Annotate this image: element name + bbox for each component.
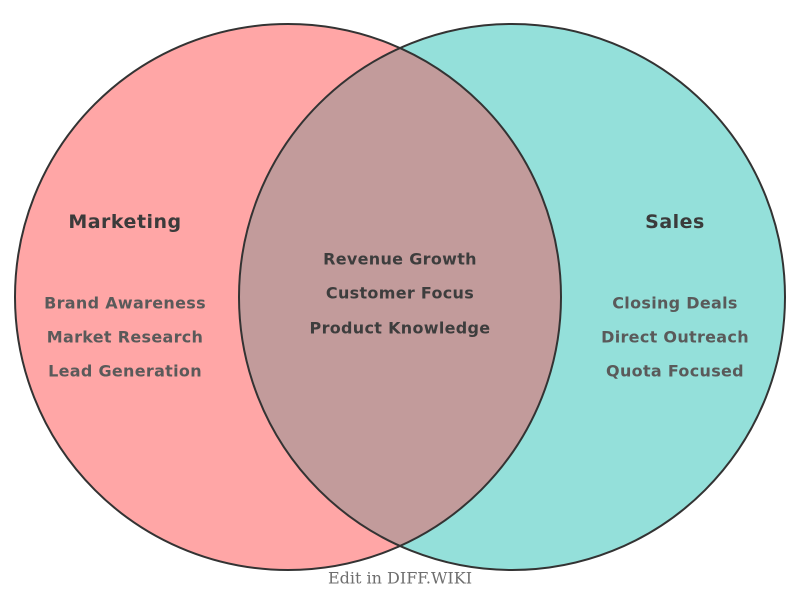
intersection-item: Product Knowledge xyxy=(309,318,491,338)
intersection-item: Customer Focus xyxy=(325,283,475,303)
sales-item: Direct Outreach xyxy=(601,327,749,347)
sales-item: Quota Focused xyxy=(606,361,744,381)
intersection-region xyxy=(239,24,561,570)
marketing-item: Market Research xyxy=(46,327,204,347)
sales-title: Sales xyxy=(645,211,705,233)
intersection-item: Revenue Growth xyxy=(323,249,477,269)
marketing-title: Marketing xyxy=(68,211,182,233)
sales-circle-outline xyxy=(238,23,786,571)
marketing-item: Brand Awareness xyxy=(44,293,206,313)
edit-in-diffwiki-link[interactable]: Edit in DIFF.WIKI xyxy=(327,568,473,588)
marketing-item: Lead Generation xyxy=(48,361,202,381)
marketing-circle-outline xyxy=(14,23,562,571)
sales-item: Closing Deals xyxy=(612,293,738,313)
